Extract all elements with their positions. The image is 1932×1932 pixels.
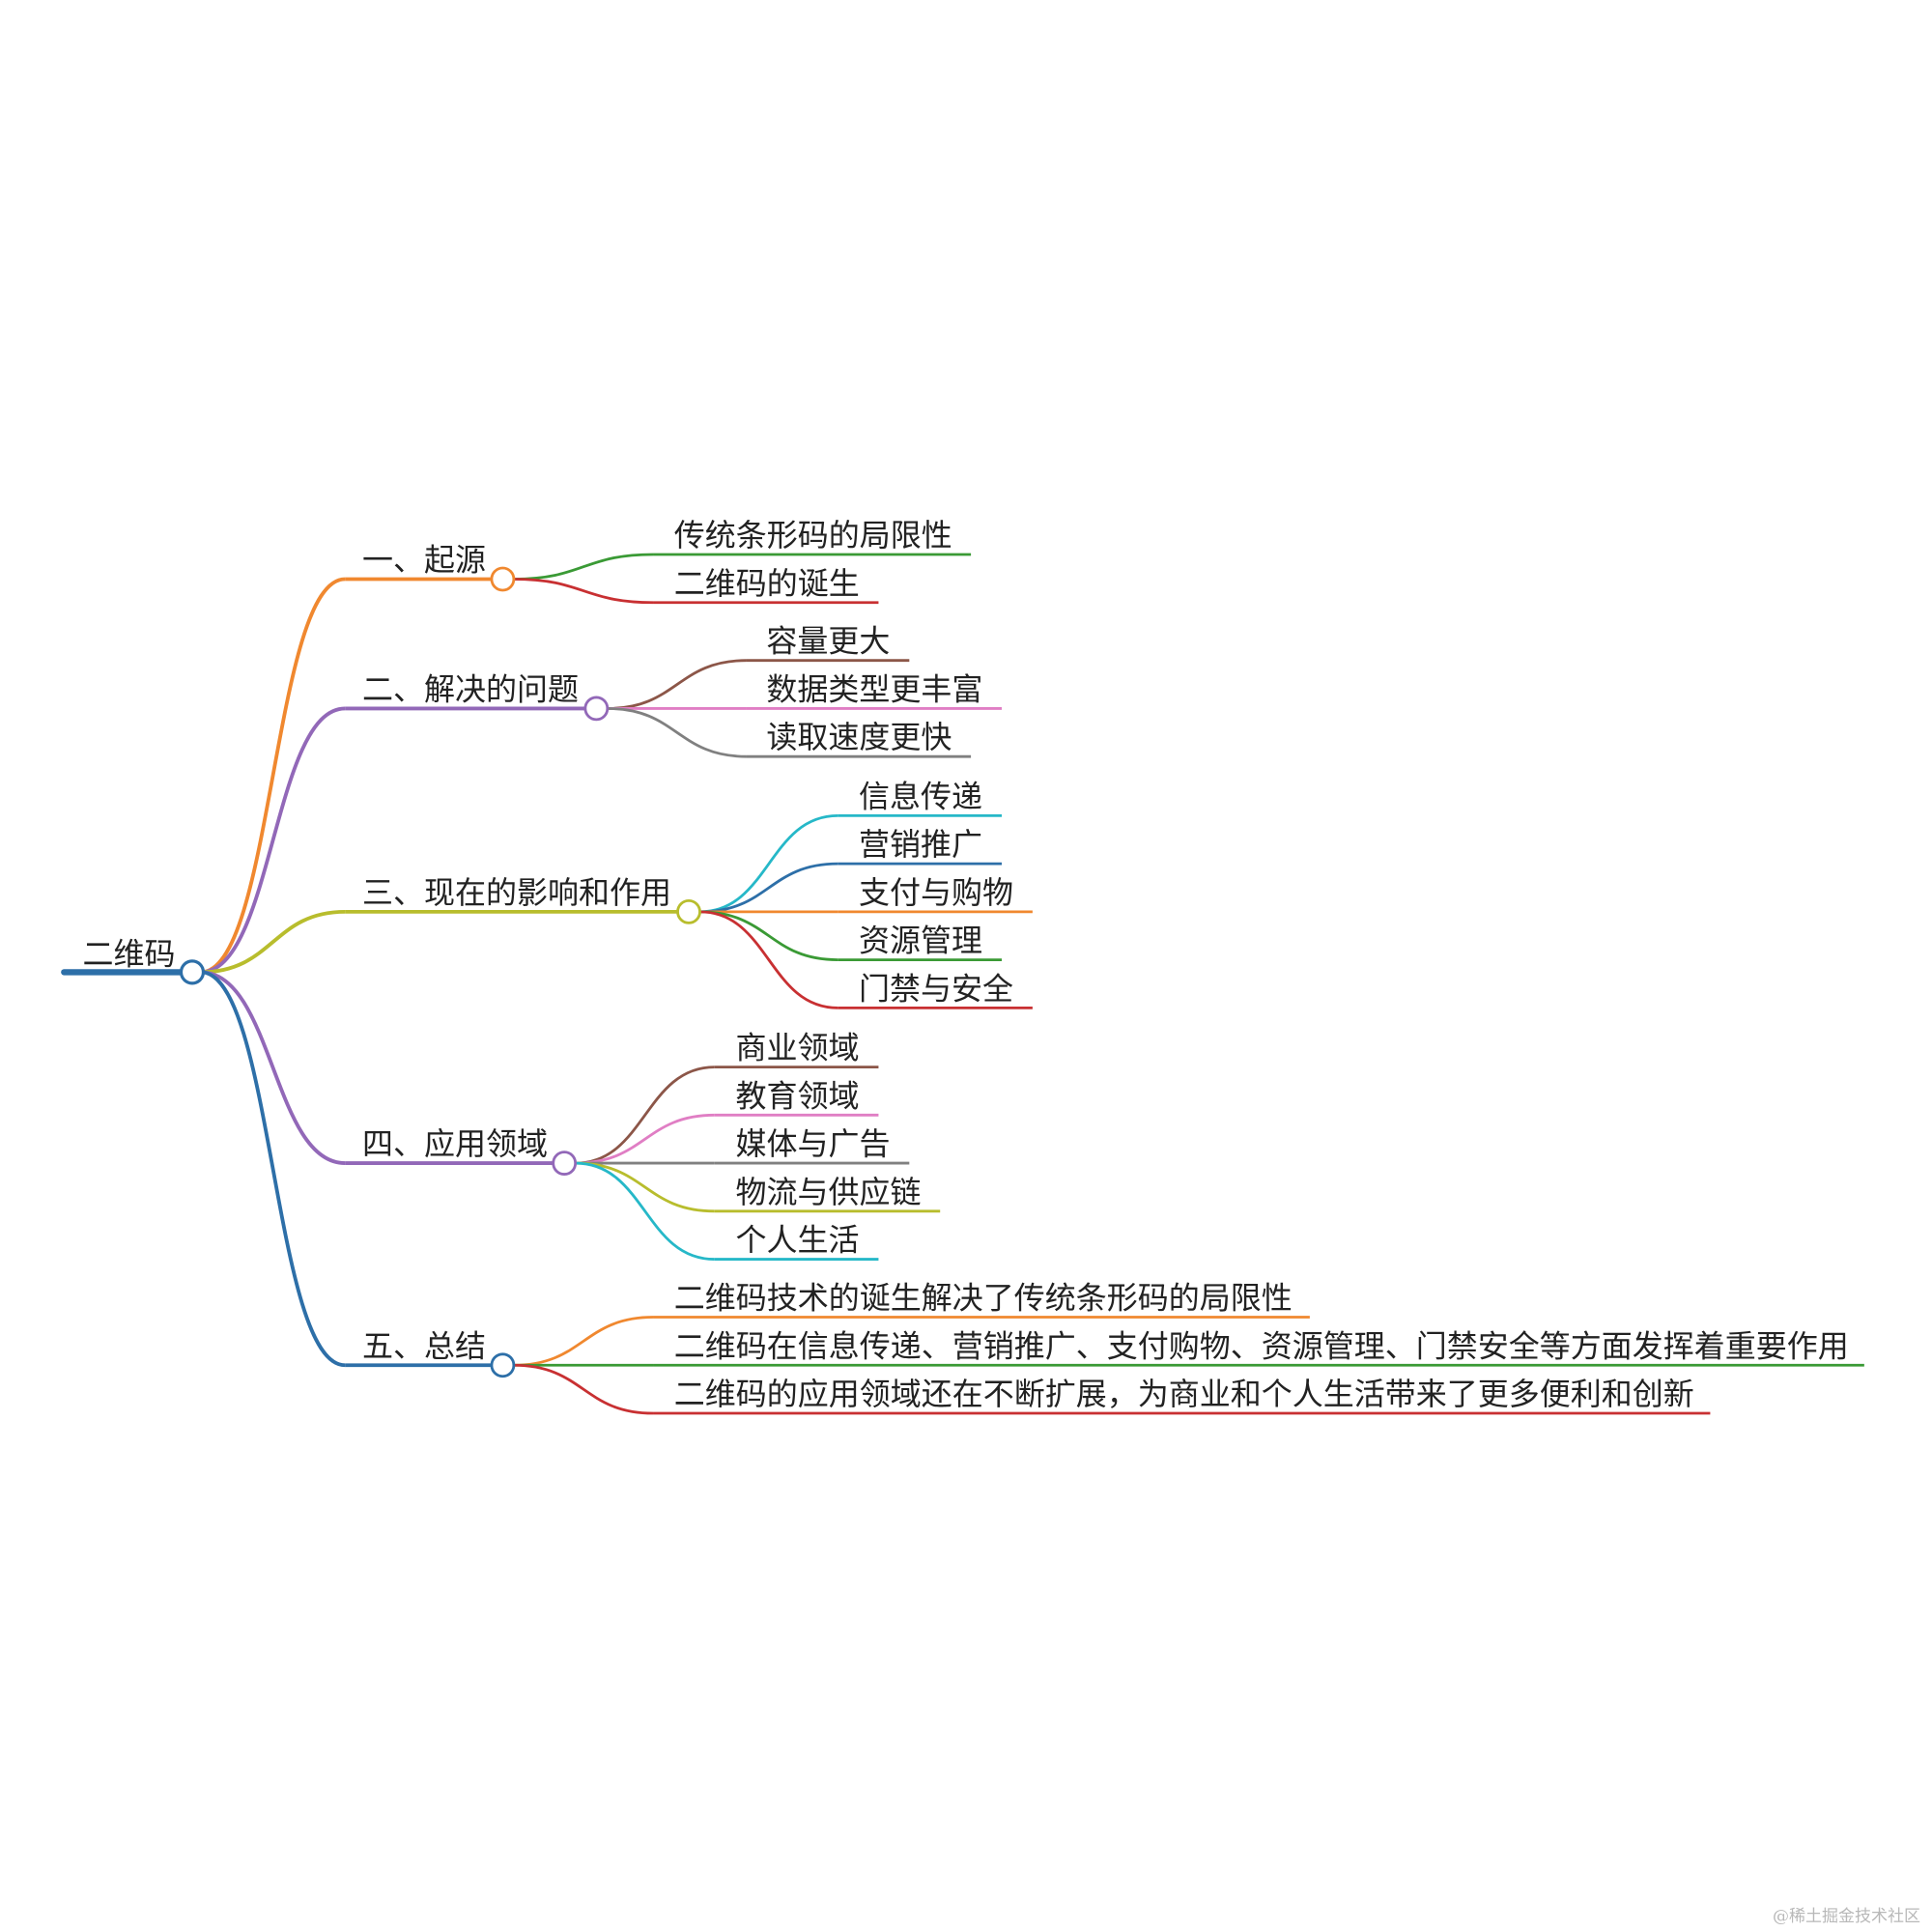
leaf-connector: [513, 553, 654, 581]
leaf-connector: [575, 1065, 715, 1165]
leaf-label: 营销推广: [859, 826, 982, 863]
leaf-label: 二维码的应用领域还在不断扩展，为商业和个人生活带来了更多便利和创新: [674, 1376, 1694, 1412]
leaf-label: 信息传递: [859, 778, 982, 814]
leaf-label: 物流与供应链: [735, 1174, 921, 1210]
leaf-label: 二维码在信息传递、营销推广、支付购物、资源管理、门禁安全等方面发挥着重要作用: [674, 1327, 1849, 1364]
branch-connector: [200, 970, 346, 1165]
leaf-label: 教育领域: [735, 1077, 859, 1114]
branch-label: 四、应用领域: [362, 1125, 548, 1162]
leaf-connector: [513, 1316, 654, 1367]
leaf-label: 传统条形码的局限性: [674, 517, 952, 554]
leaf-label: 二维码技术的诞生解决了传统条形码的局限性: [674, 1280, 1293, 1317]
leaf-connector: [513, 1363, 654, 1415]
leaf-label: 门禁与安全: [859, 970, 1013, 1007]
leaf-label: 商业领域: [735, 1030, 859, 1066]
leaf-connector: [699, 813, 838, 914]
leaf-connector: [699, 910, 838, 962]
branch-connector: [200, 577, 346, 975]
leaf-connector: [575, 1113, 715, 1165]
branch-node-circle: [583, 696, 610, 722]
leaf-label: 个人生活: [735, 1222, 859, 1259]
leaf-label: 二维码的诞生: [674, 565, 860, 602]
branch-connector: [200, 970, 346, 1368]
leaf-label: 媒体与广告: [735, 1125, 890, 1162]
branch-node-circle: [552, 1151, 578, 1176]
watermark: @稀土掘金技术社区: [1773, 1907, 1920, 1926]
leaf-label: 数据类型更丰富: [766, 670, 982, 707]
leaf-connector: [699, 910, 838, 1009]
branch-label: 一、起源: [362, 542, 486, 579]
branch-label: 三、现在的影响和作用: [362, 874, 671, 911]
branch-connector: [200, 909, 346, 975]
root-node-circle: [179, 959, 206, 985]
leaf-label: 资源管理: [859, 923, 982, 959]
root-label: 二维码: [82, 936, 175, 973]
branch-node-circle: [490, 566, 516, 592]
leaf-connector: [513, 578, 654, 605]
leaf-label: 容量更大: [766, 623, 890, 660]
leaf-connector: [575, 1161, 715, 1261]
branch-node-circle: [490, 1352, 516, 1378]
leaf-connector: [575, 1161, 715, 1213]
branch-connector: [200, 706, 346, 975]
leaf-label: 支付与购物: [859, 874, 1013, 911]
branch-label: 五、总结: [362, 1327, 486, 1364]
branch-label: 二、解决的问题: [362, 670, 579, 707]
branch-node-circle: [676, 898, 701, 924]
leaf-connector: [607, 707, 747, 758]
leaf-connector: [607, 659, 747, 710]
leaf-connector: [699, 862, 838, 914]
leaf-label: 读取速度更快: [766, 719, 952, 755]
